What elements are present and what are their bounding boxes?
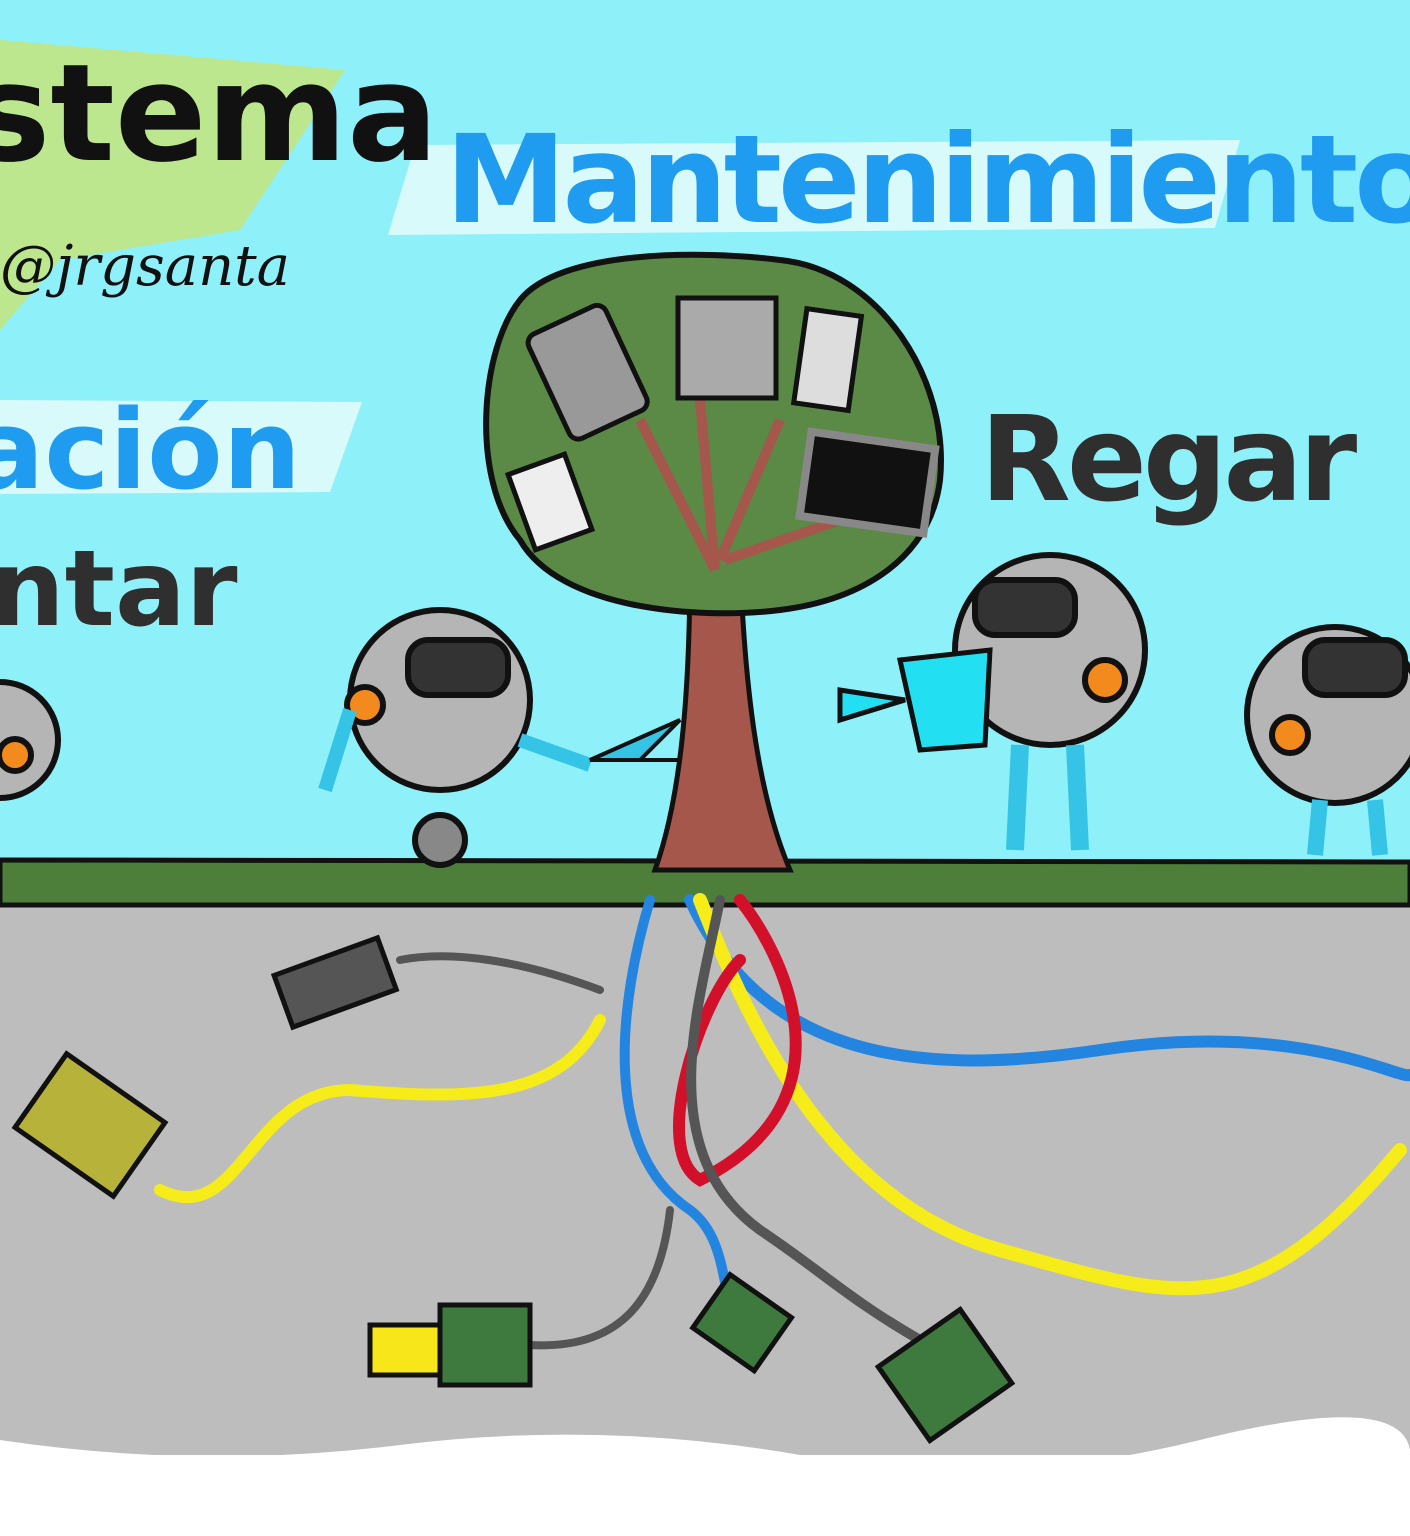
robot-icon [318, 607, 593, 868]
phone-icon [790, 305, 865, 414]
cables [154, 893, 1410, 1350]
robot-icon [1244, 624, 1410, 856]
cable-blue [684, 894, 1410, 1082]
tablet-icon [525, 302, 650, 442]
document-icon [504, 450, 596, 554]
left-highlight [0, 400, 362, 494]
watering-can-icon [837, 647, 993, 753]
left-dark-heading: ntar [0, 528, 238, 650]
cable-plug-icon [11, 1050, 169, 1200]
tree-icon [483, 251, 944, 873]
robot-icon [0, 679, 61, 801]
cable-plug-icon [874, 1305, 1016, 1445]
cable-plug-icon [689, 1271, 795, 1375]
circuit-board-icon [675, 295, 779, 401]
cable-plug-icon [367, 1322, 443, 1378]
monitor-icon [795, 427, 940, 538]
robot-icon [952, 552, 1148, 851]
cable-plug-icon [437, 1302, 533, 1388]
cable-gray [686, 895, 925, 1345]
maintenance-heading: Mantenimiento [445, 109, 1410, 251]
title-banner [0, 40, 345, 330]
scissors-icon [589, 718, 682, 762]
soil-edge [0, 1417, 1410, 1536]
cable-gray [396, 952, 604, 994]
plugs [11, 934, 1016, 1445]
cable-yellow [693, 893, 1407, 1296]
title-fragment: stema [0, 35, 438, 192]
cable-yellow [154, 1014, 606, 1204]
cable-gray [526, 1206, 674, 1350]
left-blue-heading: ación [0, 386, 301, 514]
maintenance-highlight [388, 140, 1240, 235]
grass [0, 857, 1410, 908]
water-heading: Regar [980, 390, 1357, 528]
signature: @jrgsanta [0, 234, 290, 299]
audio-jack-icon [270, 934, 400, 1031]
